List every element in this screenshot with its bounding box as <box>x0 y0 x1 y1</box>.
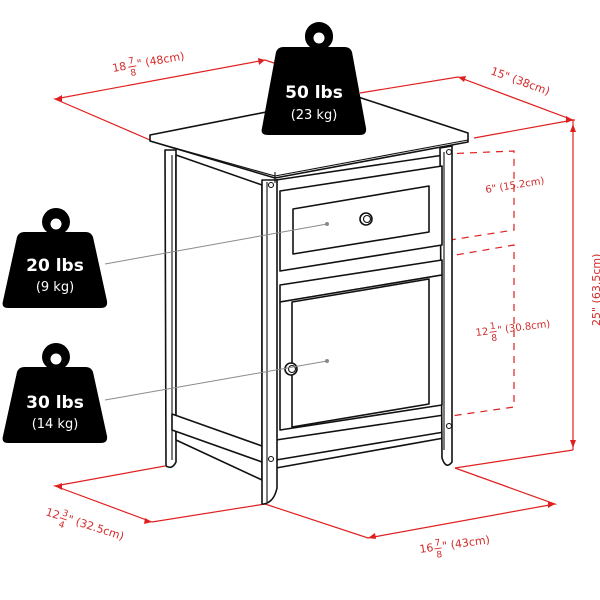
nightstand <box>149 94 469 505</box>
base-depth-line <box>52 465 266 523</box>
weight-icon <box>261 21 367 135</box>
svg-text:4: 4 <box>57 520 66 531</box>
svg-text:8: 8 <box>130 68 138 79</box>
base-width-label: 16 7 8 " (43cm) <box>419 533 491 561</box>
svg-text:" (48cm): " (48cm) <box>136 49 185 70</box>
svg-text:12: 12 <box>44 505 61 522</box>
svg-text:7: 7 <box>128 56 135 67</box>
leg-back-right <box>439 145 453 466</box>
top-depth-line <box>359 76 575 121</box>
cabinet-height-label: 12 1 8 " (30.8cm) <box>475 319 551 344</box>
svg-text:16: 16 <box>419 541 435 556</box>
drawer-height-bracket <box>443 150 515 242</box>
drawer-leader-line <box>104 223 328 265</box>
svg-text:18: 18 <box>111 60 127 75</box>
height-label: 25" (63.5cm) <box>590 254 600 326</box>
svg-text:7: 7 <box>434 538 441 549</box>
weight-icon <box>2 207 108 308</box>
weight-badge-top: 50 lbs (23 kg) <box>261 21 367 135</box>
svg-text:3: 3 <box>61 509 70 520</box>
svg-text:8: 8 <box>436 550 443 561</box>
dimension-lines <box>52 58 576 539</box>
weight-badge-drawer: 20 lbs (9 kg) <box>2 207 108 308</box>
top-weight-lbs: 50 lbs <box>285 83 343 103</box>
base-depth-label: 12 3 4 " (32.5cm) <box>44 505 126 543</box>
drawer-weight-lbs: 20 lbs <box>26 256 84 276</box>
svg-text:1: 1 <box>489 322 496 333</box>
cabinet-weight-lbs: 30 lbs <box>26 393 84 413</box>
top-weight-kg: (23 kg) <box>291 108 338 123</box>
top-depth-label: 15" (38cm) <box>489 65 552 98</box>
cabinet-leader-line <box>104 360 328 401</box>
top-width-line <box>52 59 281 141</box>
leg-front-left <box>261 179 278 505</box>
cabinet-weight-kg: (14 kg) <box>32 417 79 432</box>
weight-icon <box>2 342 108 443</box>
drawer-height-label: 6" (15.2cm) <box>485 176 546 196</box>
base-width-line <box>264 467 558 539</box>
svg-text:" (43cm): " (43cm) <box>441 533 490 553</box>
drawer-weight-kg: (9 kg) <box>36 280 74 295</box>
svg-text:12: 12 <box>475 327 489 339</box>
svg-text:8: 8 <box>491 333 498 344</box>
svg-text:" (32.5cm): " (32.5cm) <box>66 513 126 543</box>
cabinet-door-panel <box>291 278 430 428</box>
weight-badge-cabinet: 30 lbs (14 kg) <box>2 342 108 443</box>
svg-text:" (30.8cm): " (30.8cm) <box>497 319 551 336</box>
